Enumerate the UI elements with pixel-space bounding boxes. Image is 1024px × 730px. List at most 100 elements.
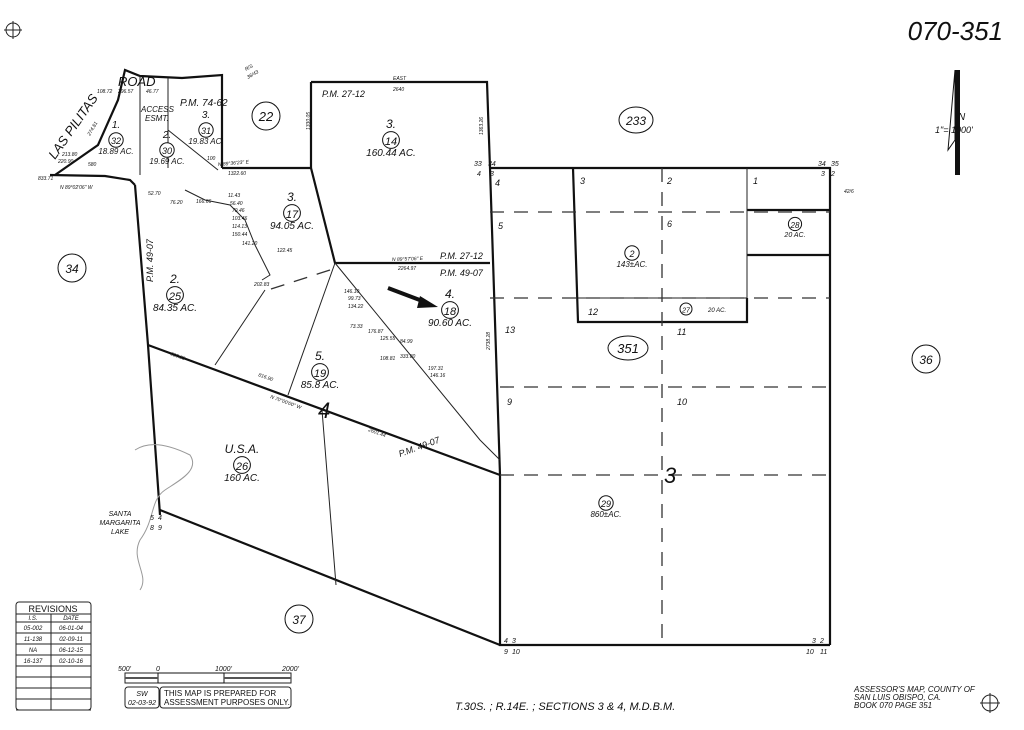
dimension-label: 141.20 xyxy=(242,241,258,247)
svg-text:34: 34 xyxy=(818,161,826,168)
svg-text:SW: SW xyxy=(136,691,149,698)
parcel-area: 160.44 AC. xyxy=(366,148,416,159)
apn-circle xyxy=(283,204,301,222)
dimension-label: 134.22 xyxy=(348,304,364,310)
svg-text:4: 4 xyxy=(477,171,481,178)
adjacent-page-233[interactable]: 233 xyxy=(618,106,654,134)
svg-text:11: 11 xyxy=(820,649,827,656)
dimension-label: 609.88 xyxy=(169,351,186,362)
apn-number: 31 xyxy=(201,126,211,136)
road-name-2: ROAD xyxy=(118,74,156,89)
dimension-label: EAST xyxy=(393,76,407,82)
dimension-label: 2264.97 xyxy=(397,266,416,272)
adjacent-page-36[interactable]: 36 xyxy=(911,344,941,374)
parcel-area: 90.60 AC. xyxy=(428,318,472,329)
dimension-label: 11.43 xyxy=(228,193,240,199)
svg-text:3: 3 xyxy=(580,176,585,186)
apn-circle xyxy=(108,132,124,148)
svg-text:10: 10 xyxy=(512,649,520,656)
township-range: T.30S. ; R.14E. ; SECTIONS 3 & 4, M.D.B.… xyxy=(455,701,675,713)
dimension-label: 146.10 xyxy=(344,289,360,295)
adjacent-page-34[interactable]: 34 xyxy=(57,253,87,283)
svg-text:2000': 2000' xyxy=(281,666,300,673)
svg-text:1000': 1000' xyxy=(215,666,233,673)
parcel-area: 85.8 AC. xyxy=(301,380,340,391)
adjacent-page-37[interactable]: 37 xyxy=(284,604,314,634)
parcel-area: 84.35 AC. xyxy=(153,303,197,314)
svg-text:THIS MAP IS PREPARED FOR: THIS MAP IS PREPARED FOR xyxy=(164,689,276,698)
svg-text:34: 34 xyxy=(488,161,496,168)
apn-number: 29 xyxy=(600,499,611,509)
svg-text:SAN LUIS OBISPO, CA.: SAN LUIS OBISPO, CA. xyxy=(854,693,941,702)
apn-number: 27 xyxy=(681,308,691,315)
parcel-area: 18.89 AC. xyxy=(98,147,133,156)
apn-number: 32 xyxy=(111,136,121,146)
dimension-label: 150.44 xyxy=(232,232,248,238)
parcel-area: 160 AC. xyxy=(224,473,260,484)
revision-is: 11-138 xyxy=(24,637,43,643)
svg-text:REVISIONS: REVISIONS xyxy=(28,604,77,614)
svg-text:12: 12 xyxy=(588,307,598,317)
parcel-area: 94.05 AC. xyxy=(270,221,314,232)
svg-text:SANTA: SANTA xyxy=(109,511,132,518)
stamp-box: SW 02-03-92 THIS MAP IS PREPARED FOR ASS… xyxy=(124,686,292,709)
dimension-label: 1363.26 xyxy=(479,117,485,135)
svg-text:11: 11 xyxy=(677,327,686,337)
dimension-label: 202.83 xyxy=(253,282,270,288)
lot-number: 5. xyxy=(315,349,325,363)
svg-text:8: 8 xyxy=(150,525,154,532)
lake-shoreline xyxy=(134,444,193,591)
dimension-label: 108.72 xyxy=(97,89,113,95)
esmt-label: ESMT. xyxy=(145,114,169,123)
svg-text:35: 35 xyxy=(831,161,839,168)
apn-number: 30 xyxy=(162,146,172,156)
apn-circle xyxy=(311,363,329,381)
lot-number: U.S.A. xyxy=(225,442,260,456)
dimension-label: 296.57 xyxy=(117,89,134,95)
apn-number: 2 xyxy=(628,249,634,259)
svg-text:13: 13 xyxy=(505,325,515,335)
dimension-label: 100 xyxy=(207,156,216,162)
pm-label: P.M. 74-62 xyxy=(180,98,228,109)
pm-label: P.M. 49-07 xyxy=(145,238,155,282)
apn-number: 17 xyxy=(286,209,299,221)
apn-circle xyxy=(679,302,693,316)
svg-text:9: 9 xyxy=(507,397,512,407)
registration-mark-icon xyxy=(980,693,1000,713)
dimension-label: 76.20 xyxy=(170,200,183,206)
dimension-label: 816.90 xyxy=(257,372,274,383)
lake-label: SANTA MARGARITA LAKE xyxy=(99,511,140,536)
revision-is: 05-002 xyxy=(24,626,43,632)
apn-number: 14 xyxy=(385,136,397,148)
svg-text:5: 5 xyxy=(498,221,504,231)
svg-text:3: 3 xyxy=(812,638,816,645)
dimension-label: 833.71 xyxy=(38,176,54,182)
dimension-label: 213.80 xyxy=(61,152,78,158)
section-number-3: 3 xyxy=(664,463,677,488)
pm-label: P.M. 27-12 xyxy=(322,89,365,99)
svg-text:233: 233 xyxy=(625,114,646,128)
apn-number: 18 xyxy=(444,306,457,318)
dimension-label: 42/6 xyxy=(844,189,854,195)
dimension-label: 84.99 xyxy=(400,339,413,345)
svg-text:9: 9 xyxy=(504,649,508,656)
adjacent-page-22[interactable]: 22 xyxy=(251,101,281,131)
dimension-label: 108.81 xyxy=(380,356,396,362)
dimension-label: 197.31 xyxy=(428,366,444,372)
dimension-label: 122.45 xyxy=(277,248,293,254)
dimension-label: 125.55 xyxy=(380,336,396,342)
